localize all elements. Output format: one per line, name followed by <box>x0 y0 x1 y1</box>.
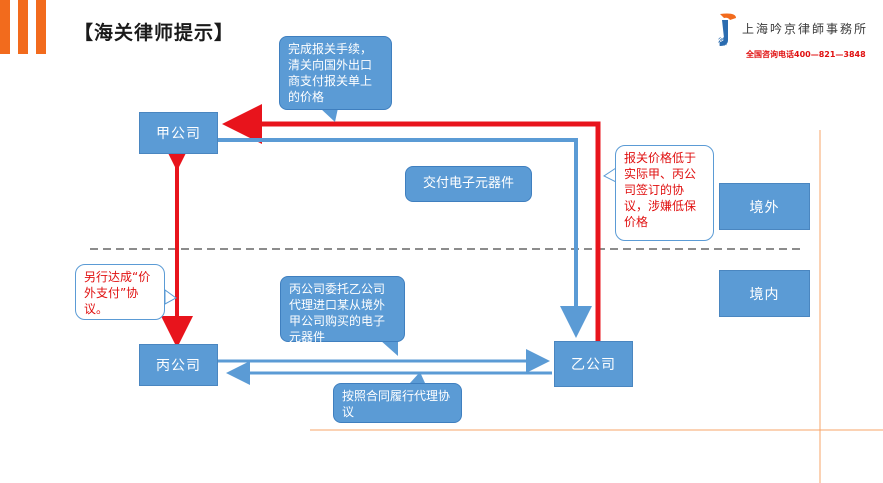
node-yi-company: 乙公司 <box>554 341 633 387</box>
region-overseas: 境外 <box>719 183 810 230</box>
left-warning-tail <box>164 289 177 305</box>
page-title: 【海关律师提示】 <box>74 22 235 44</box>
callout-off-invoice-warning: 另行达成“价外支付”协议。 <box>75 264 165 320</box>
callout-perform-agreement: 按照合同履行代理协议 <box>333 383 462 423</box>
top-callout-tail <box>320 108 338 122</box>
callout-deliver-components: 交付电子元器件 <box>405 166 532 202</box>
law-firm-name: 上海吟京律師事務所 <box>742 22 869 36</box>
blue-delivery-arrow <box>216 138 592 338</box>
header-bar-1 <box>0 0 10 54</box>
node-bing-company: 丙公司 <box>139 344 218 386</box>
law-firm-phone: 全国咨询电话400—821—3848 <box>746 50 866 59</box>
callout-agency-import: 丙公司委托乙公司代理进口某从境外甲公司购买的电子元器件 <box>280 276 405 344</box>
callout-undervaluation-warning: 报关价格低于实际甲、丙公司签订的协议，涉嫌低保价格 <box>615 145 714 241</box>
red-payment-arrow <box>222 104 601 342</box>
callout-customs-payment: 完成报关手续，清关向国外出口商支付报关单上的价格 <box>279 36 392 110</box>
law-firm-logo-icon: 德 <box>718 13 736 48</box>
middle-callout-tail <box>380 340 398 356</box>
bottom-callout-tail <box>410 372 425 383</box>
logo-mark-text: 德 <box>718 36 727 48</box>
region-domestic: 境内 <box>719 270 810 317</box>
header-bar-3 <box>36 0 46 54</box>
header-bar-2 <box>18 0 28 54</box>
node-jia-company: 甲公司 <box>139 112 218 154</box>
